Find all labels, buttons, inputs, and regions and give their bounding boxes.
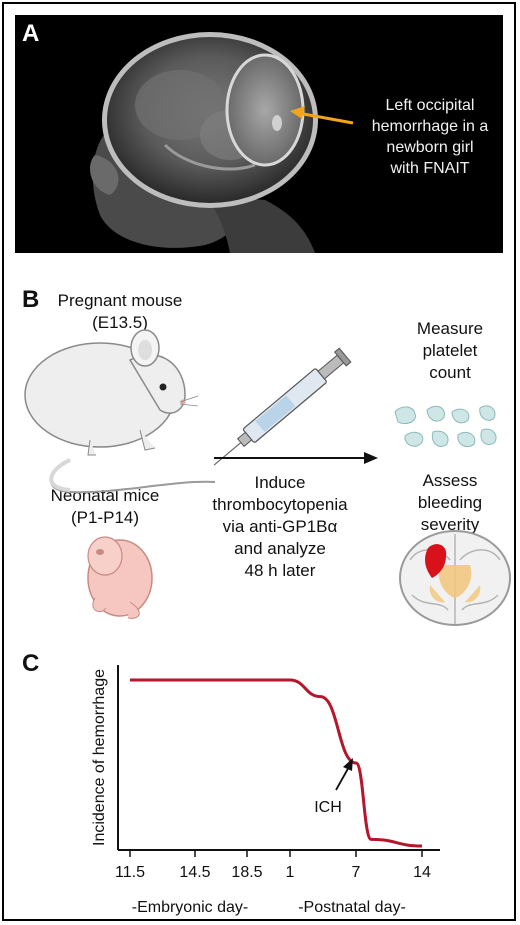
panel-b-letter: B [22, 286, 40, 313]
chart-axes [117, 665, 440, 857]
ich-label: ICH [314, 799, 342, 816]
ich-arrow-head [343, 758, 353, 771]
embryonic-day-label: -Embryonic day- [132, 899, 248, 916]
pregnant-mouse-label: Pregnant mouse (E13.5) [40, 290, 200, 334]
flow-arrow [214, 452, 378, 464]
induce-label-line-5: 48 h later [244, 561, 316, 580]
x-tick-label: 11.5 [115, 864, 145, 881]
induce-label-line-4: and analyze [234, 539, 326, 558]
chart-labels: 11.5 14.5 18.5 1 7 14 -Embryonic day- -Postnata… [91, 669, 431, 916]
x-tick-label: 1 [286, 864, 295, 881]
mri-annotation-line-1: Left occipital [385, 97, 475, 114]
induce-label-line-2: thrombocytopenia [212, 495, 348, 514]
mri-annotation-line-2: hemorrhage in a [371, 118, 489, 135]
assess-label-line-3: severity [420, 515, 480, 534]
x-tick-label: 18.5 [231, 864, 262, 881]
panel-c-letter: C [22, 650, 40, 677]
mri-scan-graphic [90, 32, 354, 253]
assess-label: Assess bleeding severity [395, 470, 505, 536]
x-tick-label: 14.5 [179, 864, 210, 881]
induce-label: Induce thrombocytopenia via anti-GP1Bα a… [205, 472, 355, 582]
induce-label-line-3: via anti-GP1Bα [222, 517, 338, 536]
y-axis-label: Incidence of hemorrhage [91, 669, 108, 846]
neonatal-label-line-2: (P1-P14) [70, 508, 140, 527]
pup-icon [87, 536, 153, 619]
pregnant-label-line-1: Pregnant mouse [57, 291, 183, 310]
incidence-curve [130, 678, 423, 848]
brain-section-icon [399, 530, 511, 626]
mri-annotation-line-4: with FNAIT [390, 160, 470, 177]
chart-series [130, 678, 423, 848]
postnatal-day-label: -Postnatal day- [298, 899, 406, 916]
measure-label: Measure platelet count [395, 318, 505, 384]
pregnant-label-line-2: (E13.5) [92, 313, 148, 332]
measure-label-line-2: platelet [422, 341, 478, 360]
assess-label-line-1: Assess [422, 471, 478, 490]
ich-arrow [335, 764, 351, 791]
x-tick-label: 14 [413, 864, 431, 881]
panel-a-letter: A [22, 20, 40, 47]
neonatal-mice-label: Neonatal mice (P1-P14) [30, 485, 180, 529]
induce-label-line-1: Induce [254, 473, 306, 492]
measure-label-line-3: count [429, 363, 471, 382]
mri-annotation-line-3: newborn girl [386, 139, 474, 156]
mouse-icon [24, 329, 216, 494]
platelets-icon [394, 405, 497, 448]
assess-label-line-2: bleeding [417, 493, 483, 512]
mri-image: Left occipital hemorrhage in a newborn g… [15, 15, 503, 253]
mri-annotation: Left occipital hemorrhage in a newborn g… [355, 95, 503, 179]
x-tick-label: 7 [352, 864, 361, 881]
syringe-icon [213, 347, 352, 466]
neonatal-label-line-1: Neonatal mice [50, 486, 160, 505]
measure-label-line-1: Measure [416, 319, 484, 338]
